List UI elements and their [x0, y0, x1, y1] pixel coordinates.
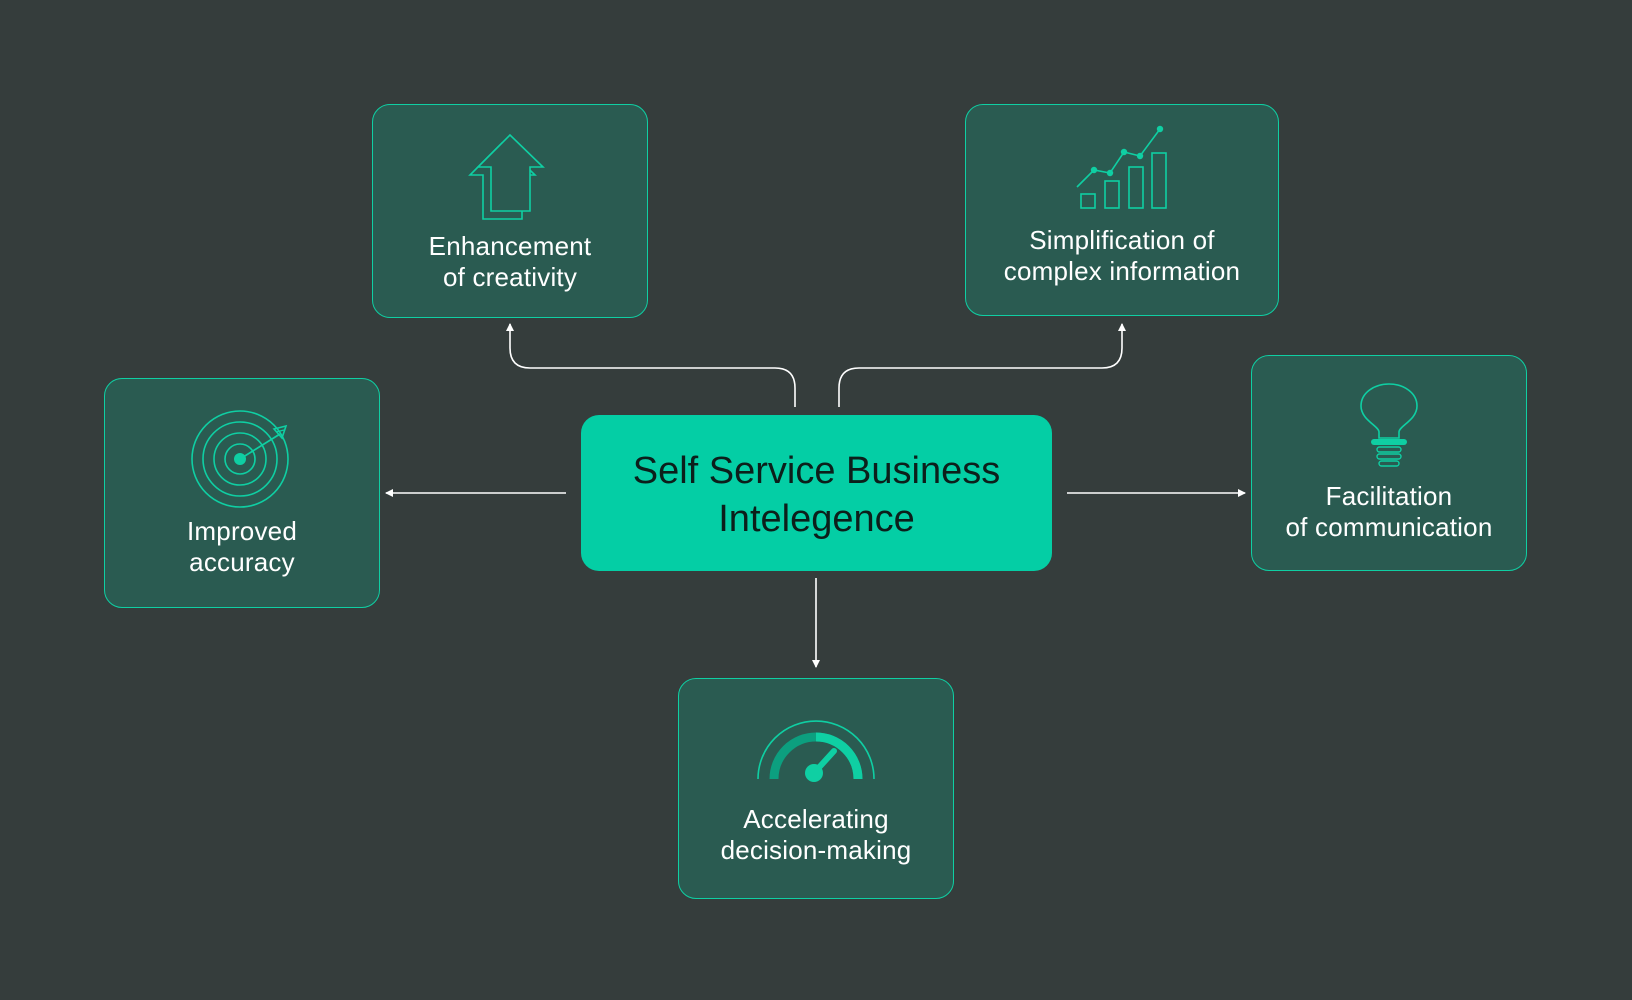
- node-label-line-1: Simplification of: [1029, 225, 1215, 255]
- node-label-line-2: accuracy: [189, 547, 295, 577]
- growth-chart-icon: [1076, 125, 1167, 209]
- node-label: Accelerating decision-making: [679, 804, 953, 866]
- node-simplification-of-complex-information: Simplification of complex information: [965, 104, 1279, 316]
- lightbulb-icon: [1360, 383, 1418, 467]
- node-label-line-1: Improved: [187, 516, 297, 546]
- node-label: Facilitation of communication: [1252, 481, 1526, 543]
- node-label-line-1: Enhancement: [428, 231, 592, 261]
- connector-to-creativity: [506, 323, 796, 407]
- center-title: Self Service Business Intelegence: [581, 447, 1052, 543]
- connector-to-simplification: [838, 323, 1126, 407]
- node-label: Improved accuracy: [105, 516, 379, 578]
- center-title-line-2: Intelegence: [718, 498, 915, 540]
- node-label-line-2: complex information: [1003, 256, 1241, 286]
- node-label: Simplification of complex information: [966, 225, 1278, 287]
- node-facilitation-of-communication: Facilitation of communication: [1251, 355, 1527, 571]
- node-improved-accuracy: Improved accuracy: [104, 378, 380, 608]
- node-label-line-2: of communication: [1285, 512, 1493, 542]
- node-label-line-2: decision-making: [720, 835, 912, 865]
- target-icon: [191, 410, 289, 508]
- arrow-up-icon: [468, 133, 545, 220]
- node-enhancement-of-creativity: Enhancement of creativity: [372, 104, 648, 318]
- speedometer-icon: [757, 720, 875, 782]
- node-label: Enhancement of creativity: [373, 231, 647, 293]
- center-title-line-1: Self Service Business: [632, 450, 1001, 492]
- center-node: Self Service Business Intelegence: [581, 415, 1052, 571]
- node-label-line-1: Facilitation: [1325, 481, 1453, 511]
- node-accelerating-decision-making: Accelerating decision-making: [678, 678, 954, 899]
- node-label-line-1: Accelerating: [743, 804, 889, 834]
- node-label-line-2: of creativity: [442, 262, 578, 292]
